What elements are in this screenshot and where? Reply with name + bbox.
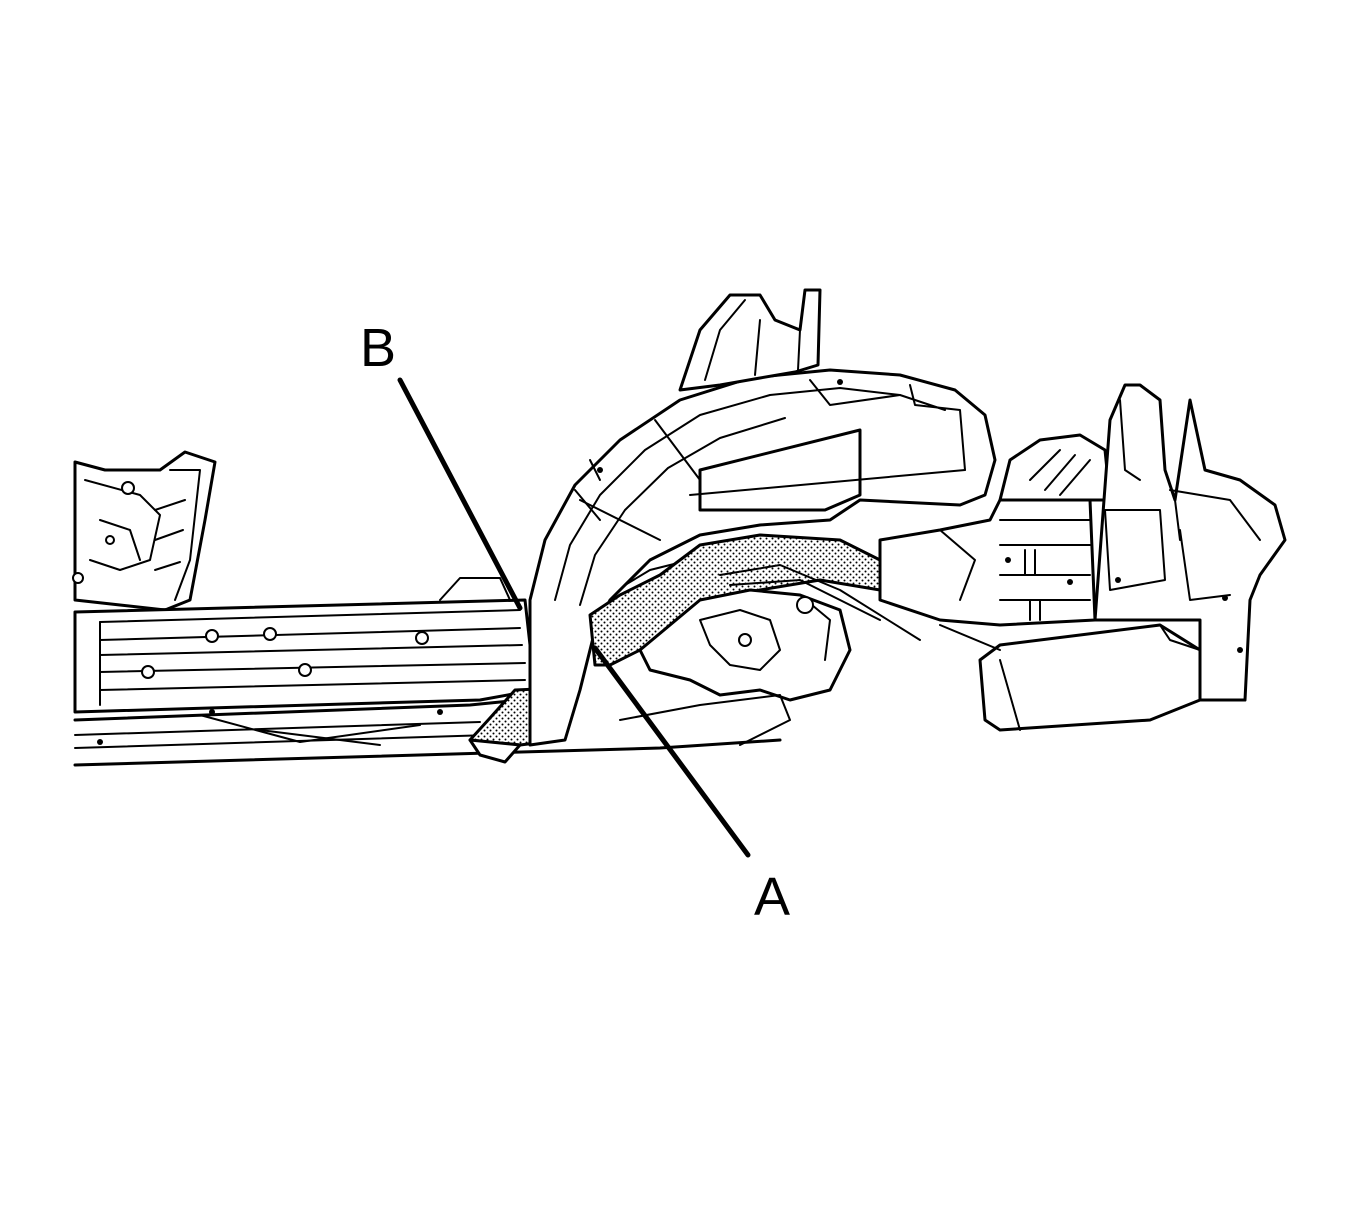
callout-label-b: B: [360, 318, 396, 378]
lower-floor-pan: [73, 698, 782, 767]
rear-floor-structure: [878, 498, 1097, 627]
rear-bumper-support: [939, 623, 1202, 732]
leader-line-a: [592, 645, 751, 858]
leader-line-b: [397, 377, 523, 611]
upper-pillar: [678, 288, 822, 392]
callout-label-a: A: [754, 867, 790, 927]
inner-quarter-panel: [689, 428, 966, 512]
suspension-components: [619, 564, 921, 746]
rear-pillar: [1093, 383, 1287, 702]
rocker-rail: [73, 577, 537, 714]
front-structure: [72, 450, 217, 612]
rear-shock-tower: [998, 433, 1112, 502]
